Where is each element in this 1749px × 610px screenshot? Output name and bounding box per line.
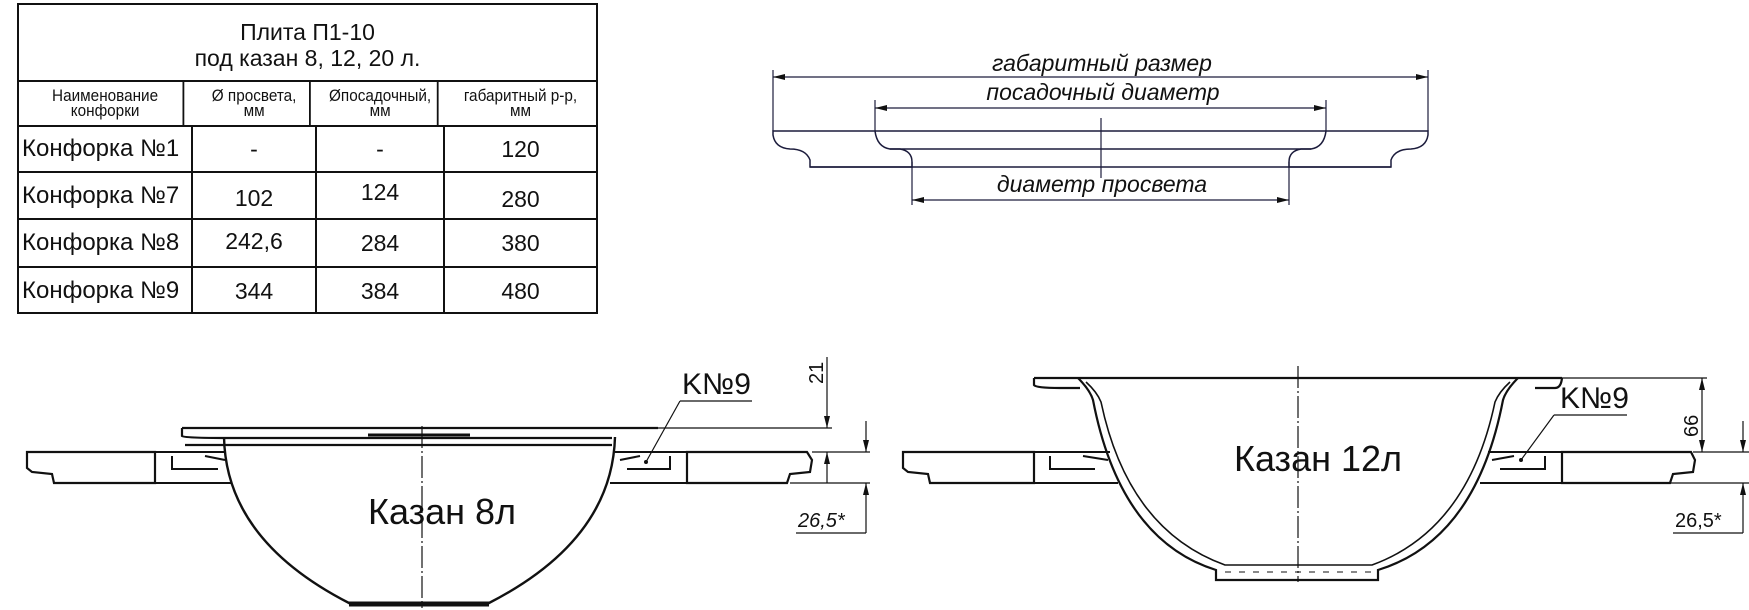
clear-diameter-label: диаметр просвета — [997, 171, 1207, 197]
cell-burner-name: Конфорка №7 — [19, 173, 193, 218]
cell-clear-diameter: - — [193, 127, 317, 171]
cell-clear-diameter: 102 — [193, 173, 317, 218]
stove-plate-left — [25, 450, 157, 485]
cell-overall-size: 280 — [501, 186, 540, 212]
table-row: Конфорка №1 - - 120 — [19, 127, 596, 173]
cell-overall-size: 380 — [501, 229, 540, 256]
cell-burner-name: Конфорка №1 — [19, 127, 193, 171]
table-row: Конфорка №9 344 384 480 — [19, 268, 596, 314]
cell-overall-size: 480 — [501, 277, 540, 304]
overall-size-label: габаритный размер — [992, 50, 1212, 76]
table-title: Плита П1-10 под казан 8, 12, 20 л. — [19, 5, 596, 82]
header-seat-diameter: Øпосадочный,мм — [323, 80, 439, 125]
kazan-8l-height-dim: 21 — [806, 362, 828, 384]
cell-clear-diameter: 242,6 — [193, 220, 317, 266]
kazan-8l-plate-dim: 26,5* — [797, 510, 846, 532]
kazan-12l-plate-dim: 26,5* — [1675, 510, 1722, 532]
cell-seat-diameter: - — [317, 127, 445, 171]
kazan-8l-lid — [180, 426, 658, 447]
kazan-8l-label: Казан 8л — [368, 491, 516, 532]
cell-seat-diameter: 284 — [317, 220, 445, 266]
table-row: Конфорка №8 242,6 284 380 — [19, 220, 596, 268]
ring-section-diagram: габаритный размер посадочный диаметр диа… — [772, 50, 1429, 205]
kazan-8l-ring-callout: K№9 — [682, 368, 751, 401]
kazan-12l-body — [1077, 377, 1519, 582]
kazan-12l-label: Казан 12л — [1234, 438, 1402, 479]
header-clear-diameter: Ø просвета,мм — [199, 80, 311, 125]
table-title-line-2: под казан 8, 12, 20 л. — [194, 45, 421, 71]
cell-clear-diameter: 344 — [193, 268, 317, 314]
stove-plate-left — [901, 450, 1036, 485]
burner-spec-table: Плита П1-10 под казан 8, 12, 20 л. Наиме… — [17, 3, 598, 314]
seat-diameter-label: посадочный диаметр — [986, 79, 1219, 105]
kazan-12l-ring-callout: K№9 — [1560, 382, 1629, 415]
cell-burner-name: Конфорка №8 — [19, 220, 193, 266]
assembly-kazan-12l: Казан 12л K№9 66 26,5* — [901, 366, 1749, 582]
table-row: Конфорка №7 102 124 280 — [19, 173, 596, 220]
stove-plate-right — [685, 450, 814, 485]
cell-overall-size: 120 — [501, 135, 540, 162]
cell-seat-diameter: 124 — [317, 173, 445, 218]
kazan-12l-height-dim: 66 — [1681, 415, 1703, 437]
header-overall-size: габаритный р-р,мм — [463, 85, 578, 120]
cell-burner-name: Конфорка №9 — [19, 268, 193, 314]
table-title-line-1: Плита П1-10 — [240, 19, 375, 45]
cell-seat-diameter: 384 — [317, 268, 445, 314]
assembly-kazan-8l: Казан 8л K№9 21 26,5* — [25, 357, 870, 608]
stove-plate-right — [1560, 450, 1697, 485]
